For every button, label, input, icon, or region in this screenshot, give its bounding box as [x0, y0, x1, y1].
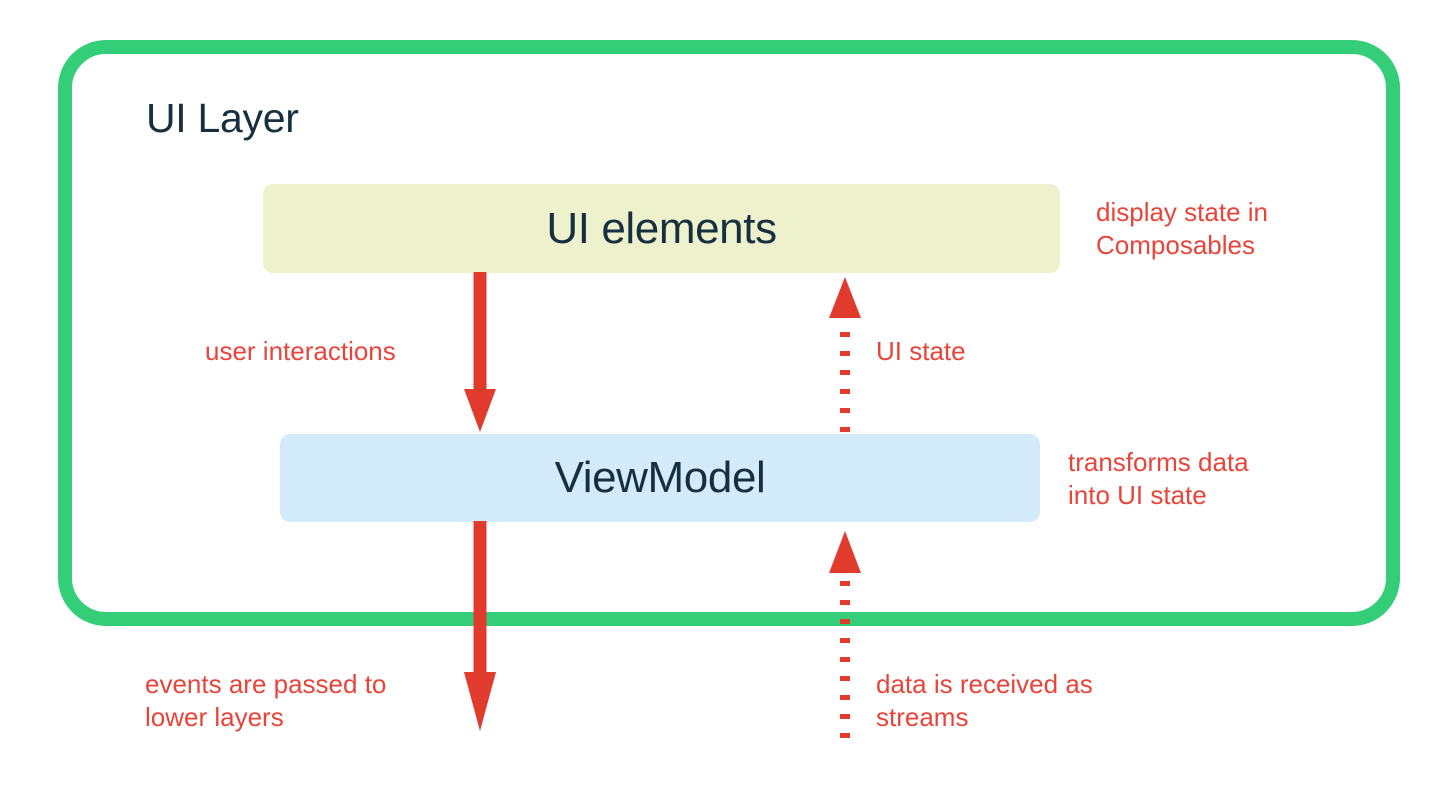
node-ui-elements: UI elements: [263, 184, 1060, 273]
label-transforms-data-into-ui-state: transforms data into UI state: [1068, 447, 1249, 511]
label-user-interactions: user interactions: [205, 336, 396, 366]
node-viewmodel-label: ViewModel: [554, 453, 766, 502]
node-ui-elements-label: UI elements: [546, 203, 777, 253]
label-ui-state: UI state: [876, 336, 966, 366]
label-events-passed-to-lower-layers: events are passed to lower layers: [145, 669, 387, 733]
node-viewmodel: ViewModel: [280, 434, 1040, 522]
label-display-state-in-composables: display state in Composables: [1096, 197, 1268, 261]
ui-layer-container: [58, 40, 1400, 626]
ui-layer-title: UI Layer: [146, 95, 299, 141]
label-data-received-as-streams: data is received as streams: [876, 669, 1093, 733]
